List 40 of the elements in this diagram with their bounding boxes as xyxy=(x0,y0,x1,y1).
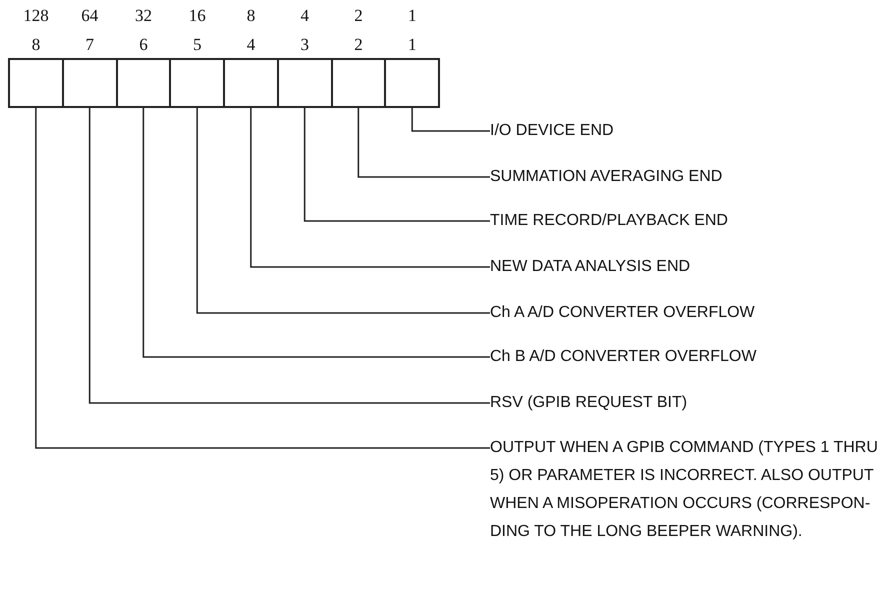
bit-weight: 2 xyxy=(353,6,364,26)
status-description: Ch B A/D CONVERTER OVERFLOW xyxy=(490,346,756,368)
bit-cell xyxy=(116,58,172,108)
leader-line xyxy=(411,108,490,132)
status-description: SUMMATION AVERAGING END xyxy=(490,166,722,188)
bit-number: 4 xyxy=(246,35,256,55)
leader-line xyxy=(304,108,490,222)
bit-cell xyxy=(384,58,440,108)
bit-number: 6 xyxy=(138,35,149,55)
bit-weight: 4 xyxy=(300,6,310,26)
bit-number: 5 xyxy=(192,35,202,55)
bit-weight: 32 xyxy=(134,6,153,26)
leader-line xyxy=(358,108,490,178)
bit-weight: 8 xyxy=(246,6,256,26)
bit-cell xyxy=(8,58,64,108)
status-description: RSV (GPIB REQUEST BIT) xyxy=(490,392,688,414)
bit-number: 8 xyxy=(30,35,42,55)
bit-number: 1 xyxy=(407,35,418,55)
bit-number: 3 xyxy=(300,35,310,55)
bit-cell xyxy=(223,58,279,108)
bit-number: 2 xyxy=(353,35,364,55)
bit-weight: 16 xyxy=(188,6,207,26)
leader-line xyxy=(35,108,490,449)
bit-cell xyxy=(62,58,118,108)
leader-line xyxy=(88,108,490,404)
bit-weight: 64 xyxy=(80,6,100,26)
bit-cell xyxy=(169,58,225,108)
bit-cell xyxy=(330,58,386,108)
bit-number: 7 xyxy=(84,35,95,55)
bit-weight: 1 xyxy=(407,6,418,26)
status-description: I/O DEVICE END xyxy=(490,120,614,142)
status-description: Ch A A/D CONVERTER OVERFLOW xyxy=(490,302,755,324)
status-description: OUTPUT WHEN A GPIB COMMAND (TYPES 1 THRU 5) OR PARAMETER IS INCORRECT. ALSO OUTPUT WHEN A MISOPERATION OCCURS (CORRESPON- DING TO THE LONG BEEPER WARNING). xyxy=(490,434,880,546)
bit-cell xyxy=(276,58,332,108)
status-description: TIME RECORD/PLAYBACK END xyxy=(490,210,728,232)
status-description: NEW DATA ANALYSIS END xyxy=(490,256,690,278)
bit-weight: 128 xyxy=(22,6,50,26)
leader-line xyxy=(142,108,490,358)
leader-line xyxy=(250,108,490,268)
leader-line xyxy=(196,108,490,314)
